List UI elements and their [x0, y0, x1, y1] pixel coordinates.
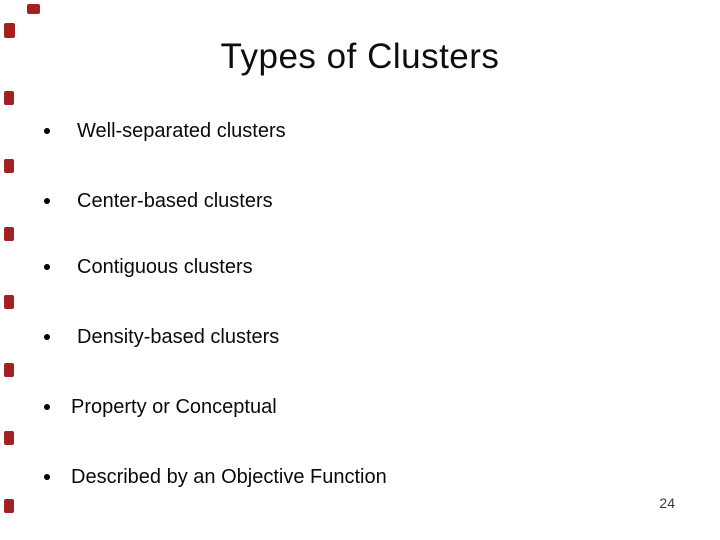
- border-dash-mark: [27, 4, 40, 14]
- bullet-icon: [44, 404, 50, 410]
- bullet-item-contiguous: Contiguous clusters: [0, 253, 720, 281]
- bullet-icon: [44, 198, 50, 204]
- bullet-text: Contiguous clusters: [77, 256, 253, 278]
- bullet-text: Described by an Objective Function: [71, 466, 387, 488]
- bullet-text: Well-separated clusters: [77, 120, 286, 142]
- bullet-item-well-separated: Well-separated clusters: [0, 117, 720, 145]
- bullet-icon: [44, 264, 50, 270]
- slide-number: 24: [659, 495, 675, 511]
- border-dash-mark: [4, 431, 14, 445]
- bullet-item-property-conceptual: Property or Conceptual: [0, 393, 720, 421]
- border-dash-mark: [4, 363, 14, 377]
- bullet-icon: [44, 128, 50, 134]
- bullet-item-density-based: Density-based clusters: [0, 323, 720, 351]
- border-dash-mark: [4, 499, 14, 513]
- border-dash-mark: [4, 91, 14, 105]
- bullet-text: Center-based clusters: [77, 190, 273, 212]
- border-dash-mark: [4, 23, 15, 38]
- bullet-text: Property or Conceptual: [71, 396, 277, 418]
- bullet-icon: [44, 334, 50, 340]
- border-dash-mark: [4, 159, 14, 173]
- slide-title: Types of Clusters: [220, 37, 500, 76]
- bullet-item-objective-function: Described by an Objective Function: [0, 463, 720, 491]
- bullet-item-center-based: Center-based clusters: [0, 187, 720, 215]
- bullet-text: Density-based clusters: [77, 326, 280, 348]
- bullet-icon: [44, 474, 50, 480]
- border-dash-mark: [4, 227, 14, 241]
- border-dash-mark: [4, 295, 14, 309]
